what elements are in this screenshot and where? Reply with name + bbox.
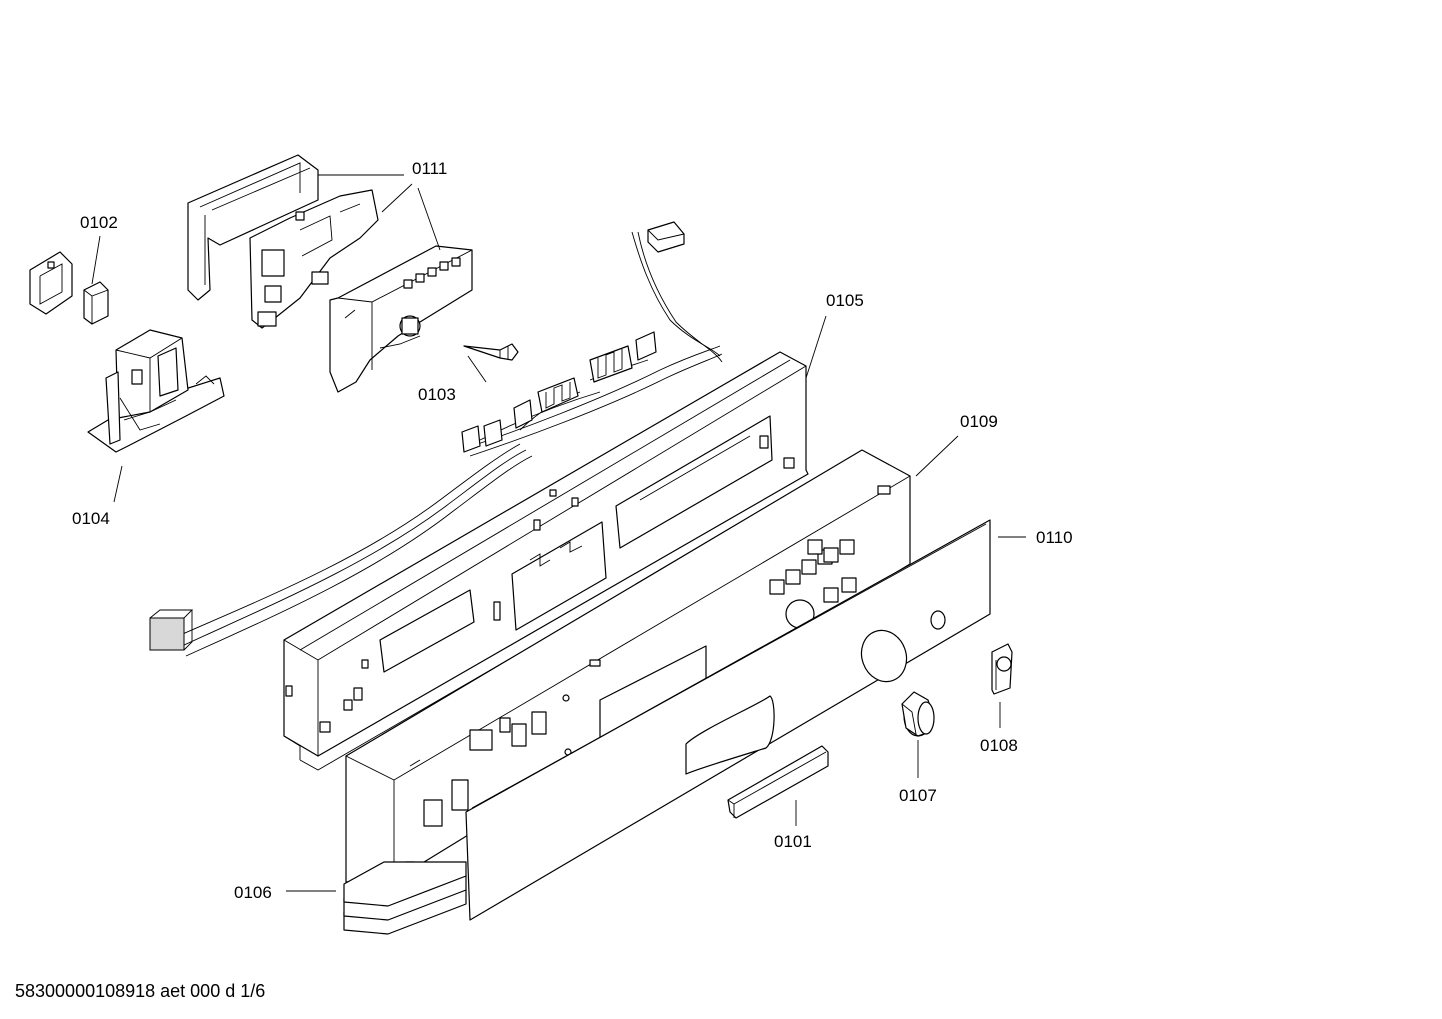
callout-0107: 0107 (899, 786, 937, 805)
wiring-harness (149, 221, 723, 657)
part-0101-strip (727, 745, 829, 819)
callout-0110: 0110 (1036, 528, 1073, 547)
part-0109-bezel (345, 449, 911, 883)
part-0103-pin (463, 343, 519, 361)
callout-0101: 0101 (774, 832, 812, 851)
part-0105-frame (283, 351, 809, 771)
part-0108-button (991, 643, 1013, 695)
drawing-code: 58300000108918 aet 000 d 1/6 (15, 981, 266, 1001)
part-0106-base-stack (343, 861, 467, 935)
part-0110-front-panel (465, 519, 991, 921)
part-0111-housing (187, 154, 473, 393)
callout-0105: 0105 (826, 291, 864, 310)
callout-0103: 0103 (418, 385, 456, 404)
callout-0109: 0109 (960, 412, 998, 431)
part-0104-bracket (87, 329, 225, 453)
callout-0106: 0106 (234, 883, 272, 902)
part-0102-cover (29, 251, 109, 325)
callout-0111: 0111 (412, 159, 447, 178)
callout-0104: 0104 (72, 509, 110, 528)
part-0107-knob (901, 691, 935, 737)
callout-0108: 0108 (980, 736, 1018, 755)
leader-lines (91, 174, 1026, 892)
callout-labels: 0111 0102 0103 0104 0105 0109 0110 0108 … (72, 159, 1073, 902)
callout-0102: 0102 (80, 213, 118, 232)
